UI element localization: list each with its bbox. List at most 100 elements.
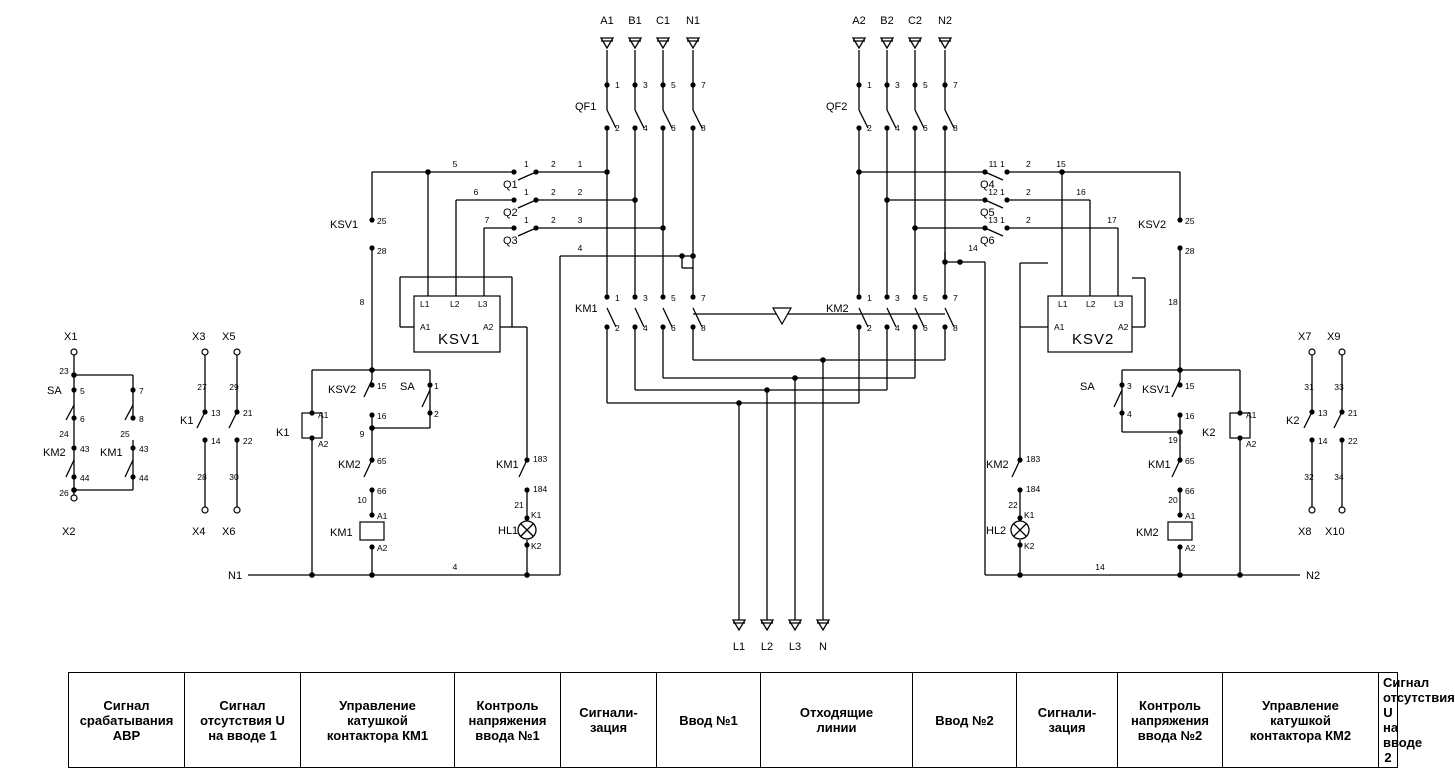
ksv2-relay-box [1047, 295, 1133, 353]
pin-number: 65 [1185, 456, 1195, 466]
pin-dot [1177, 217, 1183, 223]
pin-number: 3 [1127, 381, 1132, 391]
wire-number: 14 [1095, 562, 1105, 572]
pin-dot [1017, 542, 1023, 548]
pin-dot [1017, 487, 1023, 493]
relay-terminal: A2 [483, 322, 494, 332]
terminal-ring [1308, 506, 1316, 514]
wire-number: 11 [989, 159, 998, 169]
legend-cell: Управление катушкой контактора КМ1 [300, 672, 455, 768]
pin-number: 7 [953, 80, 958, 90]
x10-terminal-label: X10 [1325, 526, 1345, 538]
pin-dot [202, 409, 208, 415]
relay-terminal: A1 [1054, 322, 1065, 332]
pin-dot [71, 474, 77, 480]
input1-phase-label: C1 [656, 15, 670, 27]
wire-number: 16 [1076, 187, 1086, 197]
legend-cell: Управление катушкой контактора КМ2 [1222, 672, 1379, 768]
pin-dot [856, 294, 862, 300]
pin-number: K2 [1024, 541, 1035, 551]
pin-number: 8 [953, 123, 958, 133]
terminal-arrow-icon [815, 619, 831, 632]
ksv2-contact-label: KSV2 [328, 384, 356, 396]
switch-blades [65, 109, 1343, 478]
pin-dot [1119, 410, 1125, 416]
pin-number: A2 [377, 543, 388, 553]
pin-number: 5 [923, 293, 928, 303]
wire-number: 12 [988, 187, 998, 197]
x9-terminal-label: X9 [1327, 331, 1340, 343]
pin-dot [1177, 487, 1183, 493]
pin-number: 25 [1185, 216, 1195, 226]
pin-dot [1177, 382, 1183, 388]
pin-number: 66 [377, 486, 387, 496]
pin-dot [884, 125, 890, 131]
pin-number: 2 [867, 323, 872, 333]
qf2-label: QF2 [826, 101, 847, 113]
pin-dot [660, 294, 666, 300]
pin-number: K1 [1024, 510, 1035, 520]
pin-number: 43 [80, 444, 90, 454]
pin-dot [202, 437, 208, 443]
pin-number: 183 [533, 454, 547, 464]
terminal-arrows [599, 37, 953, 632]
pin-dot [130, 445, 136, 451]
pin-dot [369, 457, 375, 463]
pin-number: 1 [615, 80, 620, 90]
wire-number: 5 [453, 159, 458, 169]
output-line-label: L2 [761, 641, 773, 653]
wire-number: 8 [360, 297, 365, 307]
pin-number: 28 [1185, 246, 1195, 256]
terminal-arrow-icon [787, 619, 803, 632]
wire-number: 26 [59, 488, 69, 498]
x3-terminal-label: X3 [192, 331, 205, 343]
pin-number: 4 [895, 323, 900, 333]
ksv1-contact-label: KSV1 [1142, 384, 1170, 396]
pin-dot [912, 324, 918, 330]
pin-dot [856, 324, 862, 330]
pin-number: 25 [377, 216, 387, 226]
pin-number: 7 [701, 80, 706, 90]
pin-number: 66 [1185, 486, 1195, 496]
km1-main-label: KM1 [575, 303, 598, 315]
pin-dot [690, 294, 696, 300]
terminal-ring [70, 348, 78, 356]
hl2-lamp [1010, 520, 1030, 540]
input1-phase-label: B1 [628, 15, 641, 27]
pin-number: 4 [895, 123, 900, 133]
pin-number: 2 [615, 323, 620, 333]
wire-number: 18 [1168, 297, 1178, 307]
pin-number: 16 [377, 411, 387, 421]
pin-number: 8 [139, 414, 144, 424]
x2-terminal-label: X2 [62, 526, 75, 538]
pin-number: A1 [1246, 410, 1257, 420]
pin-dot [533, 225, 539, 231]
pin-dot [690, 125, 696, 131]
pin-dot [234, 409, 240, 415]
pin-dot [982, 169, 988, 175]
ksv2-box-label: KSV2 [1072, 331, 1114, 348]
hl1-label: HL1 [498, 525, 518, 537]
wire-number: 34 [1334, 472, 1344, 482]
pin-number: 1 [524, 215, 529, 225]
legend-cell: Сигнал отсутствия U на вводе 1 [184, 672, 301, 768]
pin-dot [912, 82, 918, 88]
pin-dot [130, 415, 136, 421]
pin-number: 44 [80, 473, 90, 483]
km2-main-label: KM2 [826, 303, 849, 315]
km2-abr-label: KM2 [43, 447, 66, 459]
pin-dot [1004, 169, 1010, 175]
pin-dot [1177, 412, 1183, 418]
relay-terminal: A2 [1118, 322, 1129, 332]
terminal-ring [1338, 348, 1346, 356]
terminal-ring [1338, 506, 1346, 514]
pin-dot [1237, 435, 1243, 441]
pin-number: 183 [1026, 454, 1040, 464]
wire-number: 6 [474, 187, 479, 197]
input2-phase-label: C2 [908, 15, 922, 27]
x7-terminal-label: X7 [1298, 331, 1311, 343]
wiring [73, 50, 1343, 620]
pin-number: A2 [1185, 543, 1196, 553]
pin-dot [369, 512, 375, 518]
terminal-ring [201, 348, 209, 356]
